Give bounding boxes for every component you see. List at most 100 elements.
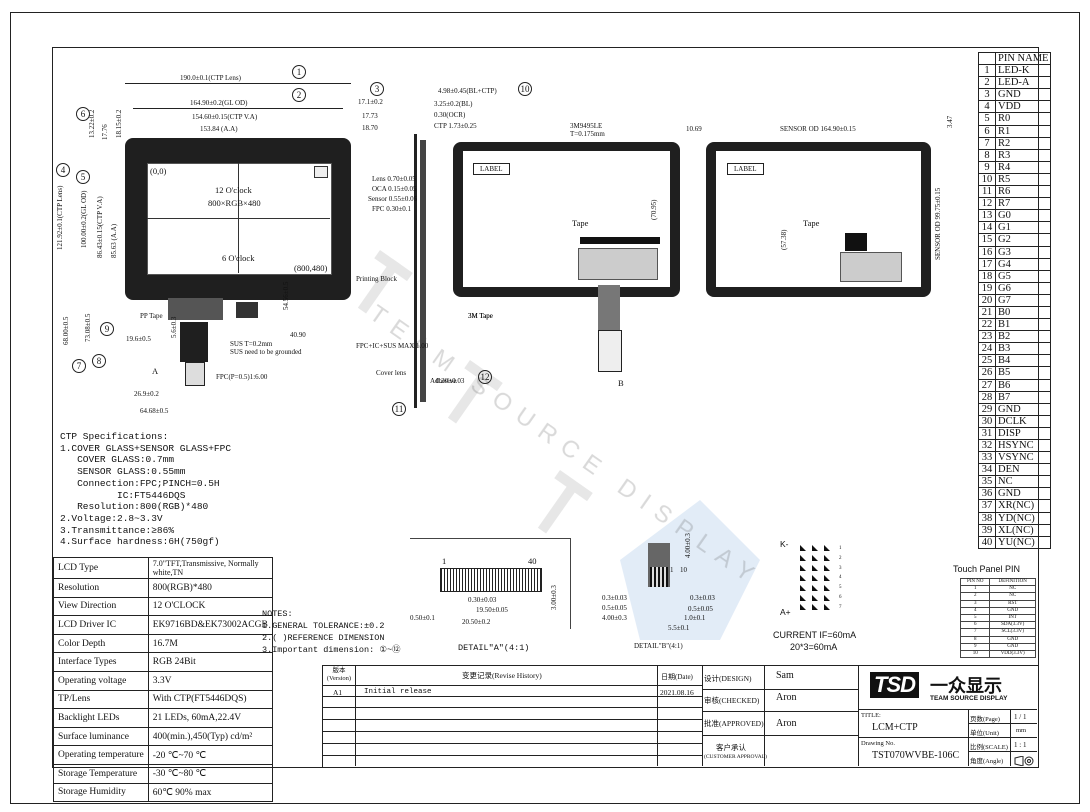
pin-number: 27 — [978, 378, 996, 392]
back2-board — [840, 252, 902, 282]
side-view-body — [420, 140, 426, 402]
ctp-specs-title: CTP Specifications: — [60, 431, 169, 442]
back2-dim-3: 3.47 — [946, 115, 954, 128]
dim-17: 17.76 — [101, 124, 109, 140]
lcd-spec-value: 800(RGB)*480 — [147, 578, 273, 598]
tb-page-label: 页数(Page) — [970, 716, 1000, 723]
circle-mark-10: 10 — [518, 82, 532, 96]
pin-name: DEN — [994, 463, 1052, 477]
tb-sign-line3 — [702, 735, 858, 736]
clock12-label: 12 O'clock — [215, 185, 252, 195]
pin-name: R6 — [994, 185, 1052, 199]
led-row-number: 4 — [839, 575, 842, 581]
tp-definition: GND — [989, 606, 1036, 616]
pin-number: 6 — [978, 124, 996, 138]
lcd-spec-value: -20 ℃~70 ℃ — [147, 745, 273, 765]
dim-18: 18.15±0.2 — [115, 109, 123, 138]
pin-name: XR(NC) — [994, 499, 1052, 513]
side-3m-tape: 3M Tape — [468, 312, 493, 320]
title-block — [322, 665, 1039, 768]
pin-name: YU(NC) — [994, 535, 1052, 549]
dim-top-1: 190.0±0.1(CTP Lens) — [180, 74, 241, 82]
pin-name: HSYNC — [994, 438, 1052, 453]
tb-row-line1 — [322, 685, 702, 686]
outer-frame — [10, 12, 1080, 804]
pin-number: 38 — [978, 511, 996, 525]
pin-name: LED-K — [994, 64, 1052, 78]
tb-approved-label: 批准(APPROVED) — [704, 719, 764, 728]
dim-40: 40.90 — [290, 331, 306, 339]
notes: NOTES: 1.GENERAL TOLERANCE:±0.2 2.( )REF… — [262, 608, 401, 656]
led-array — [796, 543, 836, 613]
tb-sign-line2 — [702, 711, 858, 712]
pp-tape-label: PP Tape — [140, 312, 163, 320]
detail-a-outline — [410, 538, 571, 629]
lcd-spec-key: Storage Humidity — [53, 782, 149, 803]
lcd-spec-value: 21 LEDs, 60mA,22.4V — [147, 708, 273, 728]
pin-number: 10 — [978, 172, 996, 187]
front-fpc-ic — [236, 302, 258, 318]
pin-name: LED-A — [994, 76, 1052, 90]
back1-tape-label: Tape — [572, 218, 589, 228]
side-fpc-label: FPC 0.30±0.1 — [372, 205, 412, 213]
pin-number: 24 — [978, 342, 996, 356]
tp-definition: NC — [989, 592, 1036, 601]
pin-name: G0 — [994, 209, 1052, 223]
logo-mark: TSD — [870, 672, 919, 698]
detail-a-dim3: 20.50±0.2 — [462, 618, 491, 626]
back2-label-box: LABEL — [727, 163, 764, 175]
pin-number: 30 — [978, 414, 996, 428]
pin-name: R3 — [994, 148, 1052, 162]
tb-row-line6 — [322, 743, 702, 744]
printing-block-label: Printing Block — [356, 275, 398, 283]
pin-name: B4 — [994, 354, 1052, 368]
tp-definition: SDA(3.3V) — [989, 621, 1036, 630]
led-k-label: K- — [780, 539, 789, 549]
detail-a-graphic — [440, 568, 542, 592]
center-line-v — [238, 163, 239, 273]
pin-number: 8 — [978, 148, 996, 162]
pin-name-header: PIN NAME — [994, 51, 1052, 66]
lcd-spec-key: TP/Lens — [53, 689, 149, 710]
pin-number: 25 — [978, 354, 996, 368]
tb-scale-label: 比例(SCALE) — [970, 744, 1008, 751]
back1-dim-70: (70.95) — [650, 199, 658, 220]
dim-line-top-1 — [125, 83, 351, 84]
lcd-spec-row: Operating temperature-20 ℃~70 ℃ — [53, 745, 273, 765]
pin-number: 33 — [978, 451, 996, 465]
dim-54: 54.56±0.5 — [282, 281, 290, 310]
tb-col-version — [322, 665, 356, 766]
pin-name: DISP — [994, 426, 1052, 441]
detail-a-pin40: 40 — [528, 556, 537, 566]
tb-unit-value: mm — [1016, 727, 1027, 734]
tb-scale-value: 1 : 1 — [1014, 741, 1027, 749]
tp-pin-no: 5 — [959, 614, 991, 623]
pin-name: G4 — [994, 257, 1052, 271]
side-dim-bl: 3.25±0.2(BL) — [434, 100, 473, 108]
detail-a-dim1: 0.30±0.03 — [468, 596, 497, 604]
lcd-spec-key: Operating voltage — [53, 670, 149, 691]
led-current: CURRENT IF=60mA — [773, 630, 857, 640]
projection-icon — [1014, 753, 1034, 767]
